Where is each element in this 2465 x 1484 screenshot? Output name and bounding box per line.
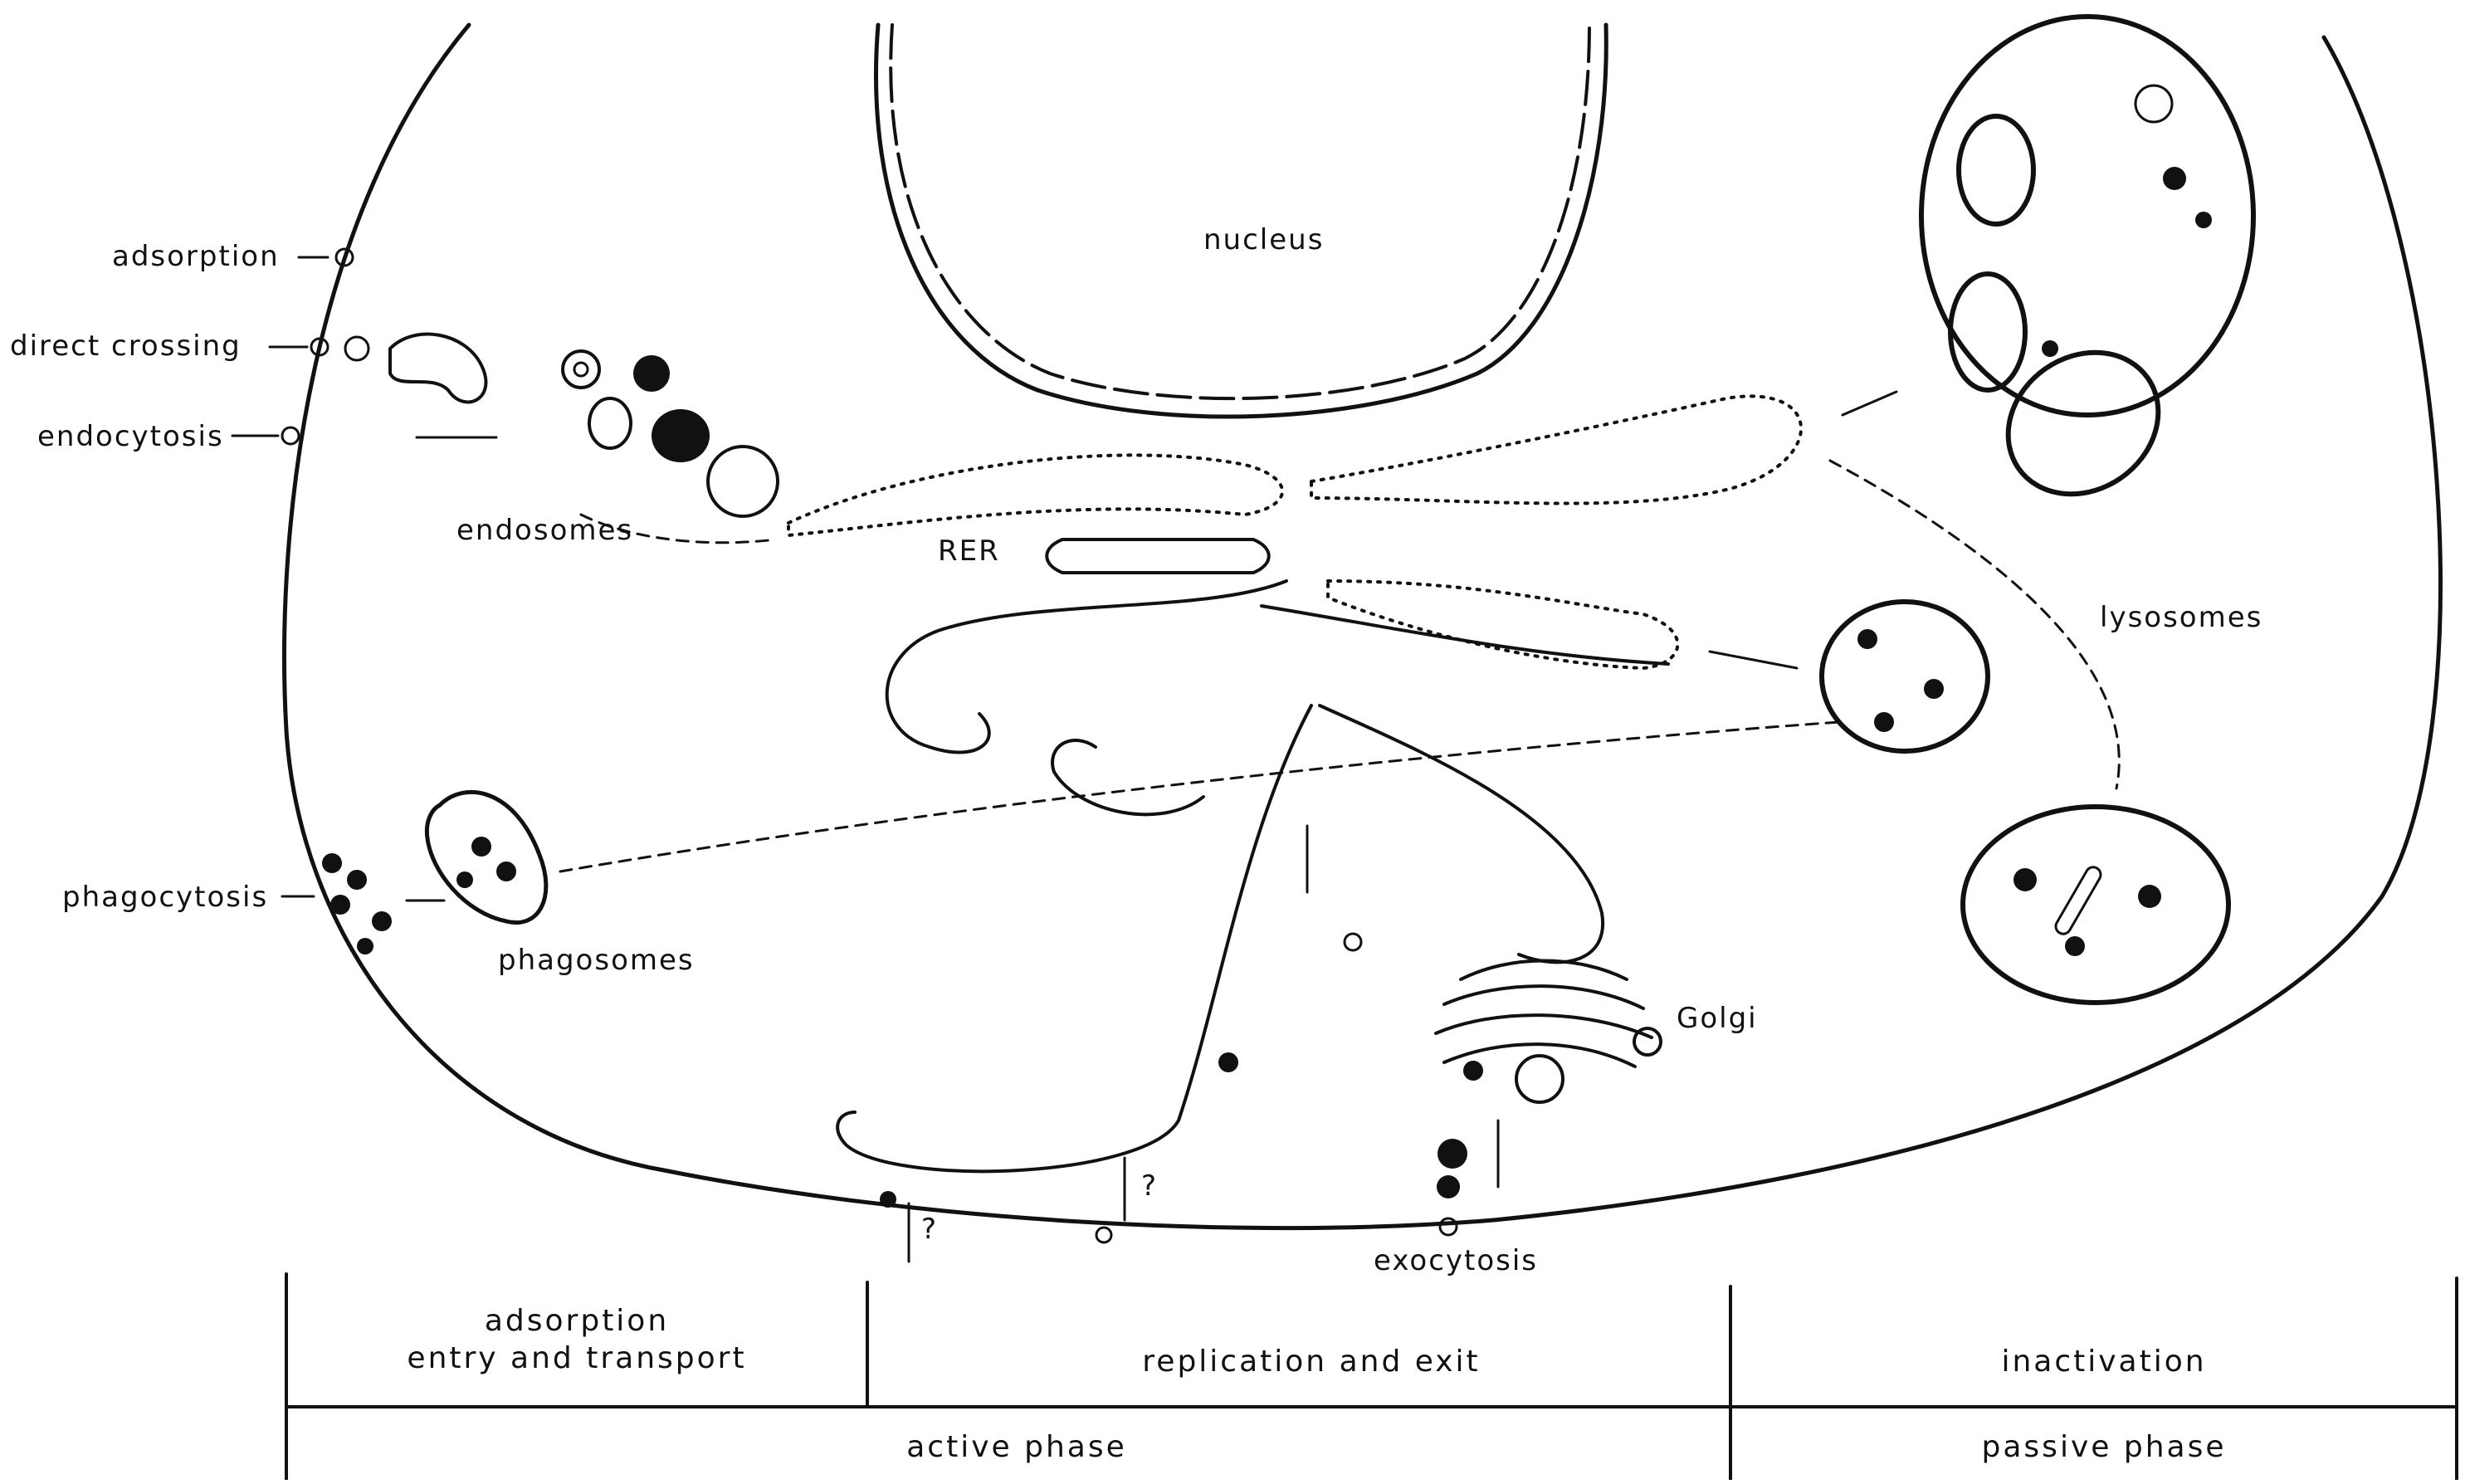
table-col1-line2: entry and transport bbox=[407, 1341, 746, 1375]
label-question-2: ? bbox=[921, 1213, 938, 1246]
table-col2: replication and exit bbox=[1142, 1345, 1480, 1379]
label-phagocytosis: phagocytosis bbox=[62, 881, 268, 914]
label-question-1: ? bbox=[1141, 1169, 1158, 1203]
label-endocytosis: endocytosis bbox=[37, 420, 224, 453]
table-active-phase: active phase bbox=[906, 1430, 1127, 1464]
golgi-apparatus bbox=[1436, 961, 1661, 1103]
label-adsorption: adsorption bbox=[112, 240, 280, 273]
label-direct-crossing: direct crossing bbox=[10, 330, 242, 363]
nuclear-envelope bbox=[876, 25, 1606, 417]
endosome-group bbox=[390, 334, 778, 516]
label-phagosomes: phagosomes bbox=[498, 944, 695, 977]
label-golgi: Golgi bbox=[1677, 1002, 1758, 1035]
table-col3: inactivation bbox=[2001, 1345, 2206, 1379]
label-rer: RER bbox=[938, 535, 1000, 568]
phagosome bbox=[427, 792, 545, 922]
label-lysosomes: lysosomes bbox=[2100, 601, 2262, 634]
label-exocytosis: exocytosis bbox=[1374, 1244, 1538, 1277]
lysosome-large bbox=[1921, 17, 2253, 523]
pathway-arrows bbox=[232, 257, 2119, 1262]
table-col1-line1: adsorption bbox=[485, 1304, 669, 1338]
lysosome-medium bbox=[1822, 602, 1988, 751]
label-endosomes: endosomes bbox=[456, 514, 633, 547]
lysosome-lower bbox=[1963, 807, 2228, 1003]
table-passive-phase: passive phase bbox=[1982, 1430, 2227, 1464]
label-nucleus: nucleus bbox=[1203, 223, 1324, 256]
